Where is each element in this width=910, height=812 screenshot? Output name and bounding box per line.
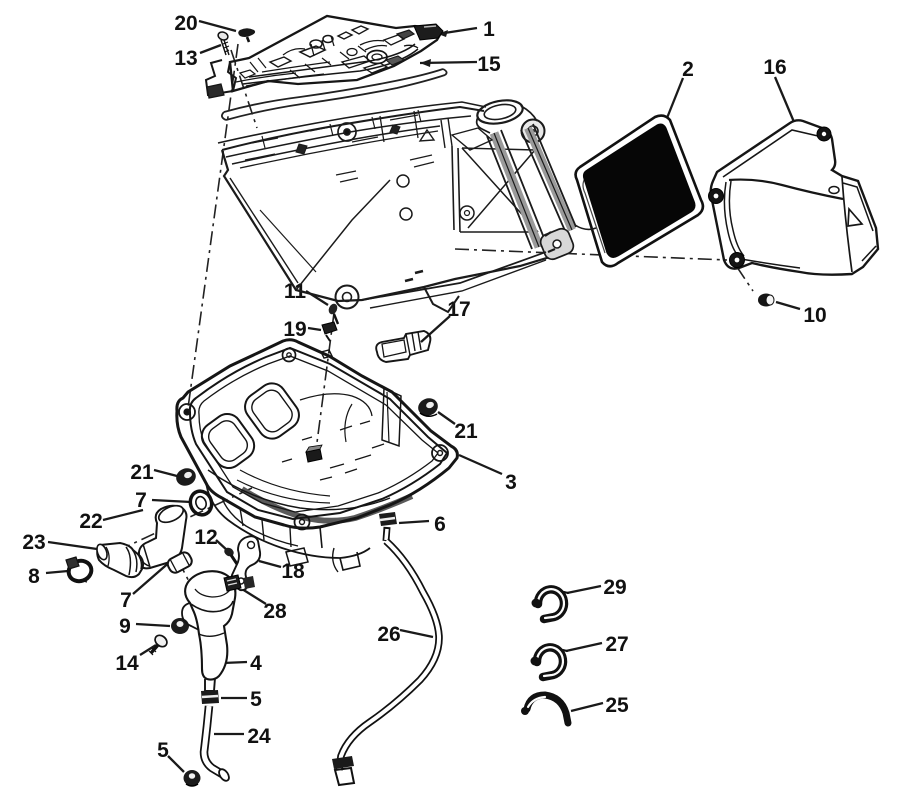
svg-text:4: 4 xyxy=(250,652,262,675)
svg-text:12: 12 xyxy=(194,526,217,549)
svg-text:10: 10 xyxy=(803,304,826,327)
svg-text:28: 28 xyxy=(263,600,287,623)
svg-text:7: 7 xyxy=(135,489,147,512)
svg-text:8: 8 xyxy=(28,565,40,588)
svg-text:13: 13 xyxy=(174,47,197,70)
svg-text:21: 21 xyxy=(454,420,478,443)
svg-text:19: 19 xyxy=(283,318,306,341)
svg-text:29: 29 xyxy=(603,576,626,599)
svg-text:5: 5 xyxy=(250,688,262,711)
svg-text:20: 20 xyxy=(174,12,197,35)
svg-text:27: 27 xyxy=(605,633,628,656)
svg-text:5: 5 xyxy=(157,739,169,762)
svg-text:16: 16 xyxy=(763,56,786,79)
svg-text:26: 26 xyxy=(377,623,400,646)
svg-text:18: 18 xyxy=(281,560,305,583)
svg-text:1: 1 xyxy=(483,18,495,41)
svg-text:11: 11 xyxy=(284,280,307,303)
svg-text:9: 9 xyxy=(119,615,131,638)
svg-text:24: 24 xyxy=(247,725,271,748)
svg-text:3: 3 xyxy=(505,471,517,494)
svg-text:6: 6 xyxy=(434,513,446,536)
svg-text:14: 14 xyxy=(115,652,139,675)
svg-text:23: 23 xyxy=(22,531,45,554)
svg-text:21: 21 xyxy=(130,461,154,484)
svg-text:2: 2 xyxy=(682,58,694,81)
svg-text:7: 7 xyxy=(120,589,132,612)
svg-text:15: 15 xyxy=(477,53,501,76)
svg-text:22: 22 xyxy=(79,510,102,533)
svg-text:25: 25 xyxy=(605,694,629,717)
